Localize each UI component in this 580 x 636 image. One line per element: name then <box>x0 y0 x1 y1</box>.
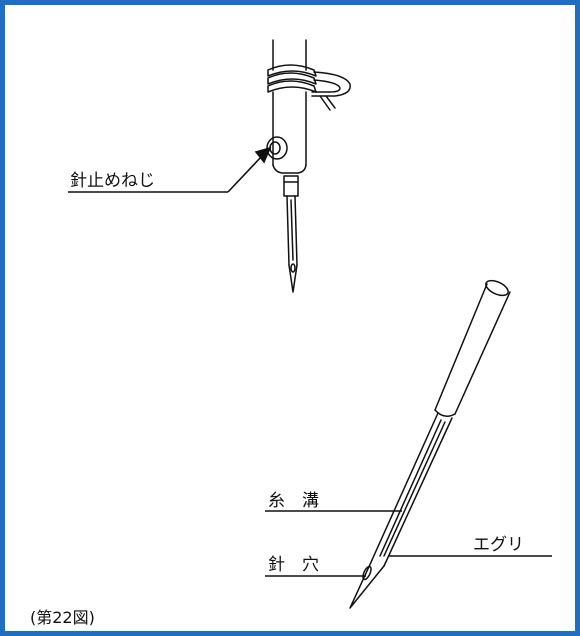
needle-illustration <box>349 279 511 609</box>
needle-bar-illustration <box>266 39 351 293</box>
leader-needle-clamp-screw <box>68 146 272 193</box>
figure-caption: (第22図) <box>30 608 95 627</box>
needle-eye-label: 針 穴 <box>268 555 319 575</box>
scarf-label: エグリ <box>473 535 524 555</box>
thread-groove-label: 糸 溝 <box>268 491 319 511</box>
leader-lines <box>265 510 552 577</box>
needle-clamp-screw-label: 針止めねじ <box>70 171 155 191</box>
